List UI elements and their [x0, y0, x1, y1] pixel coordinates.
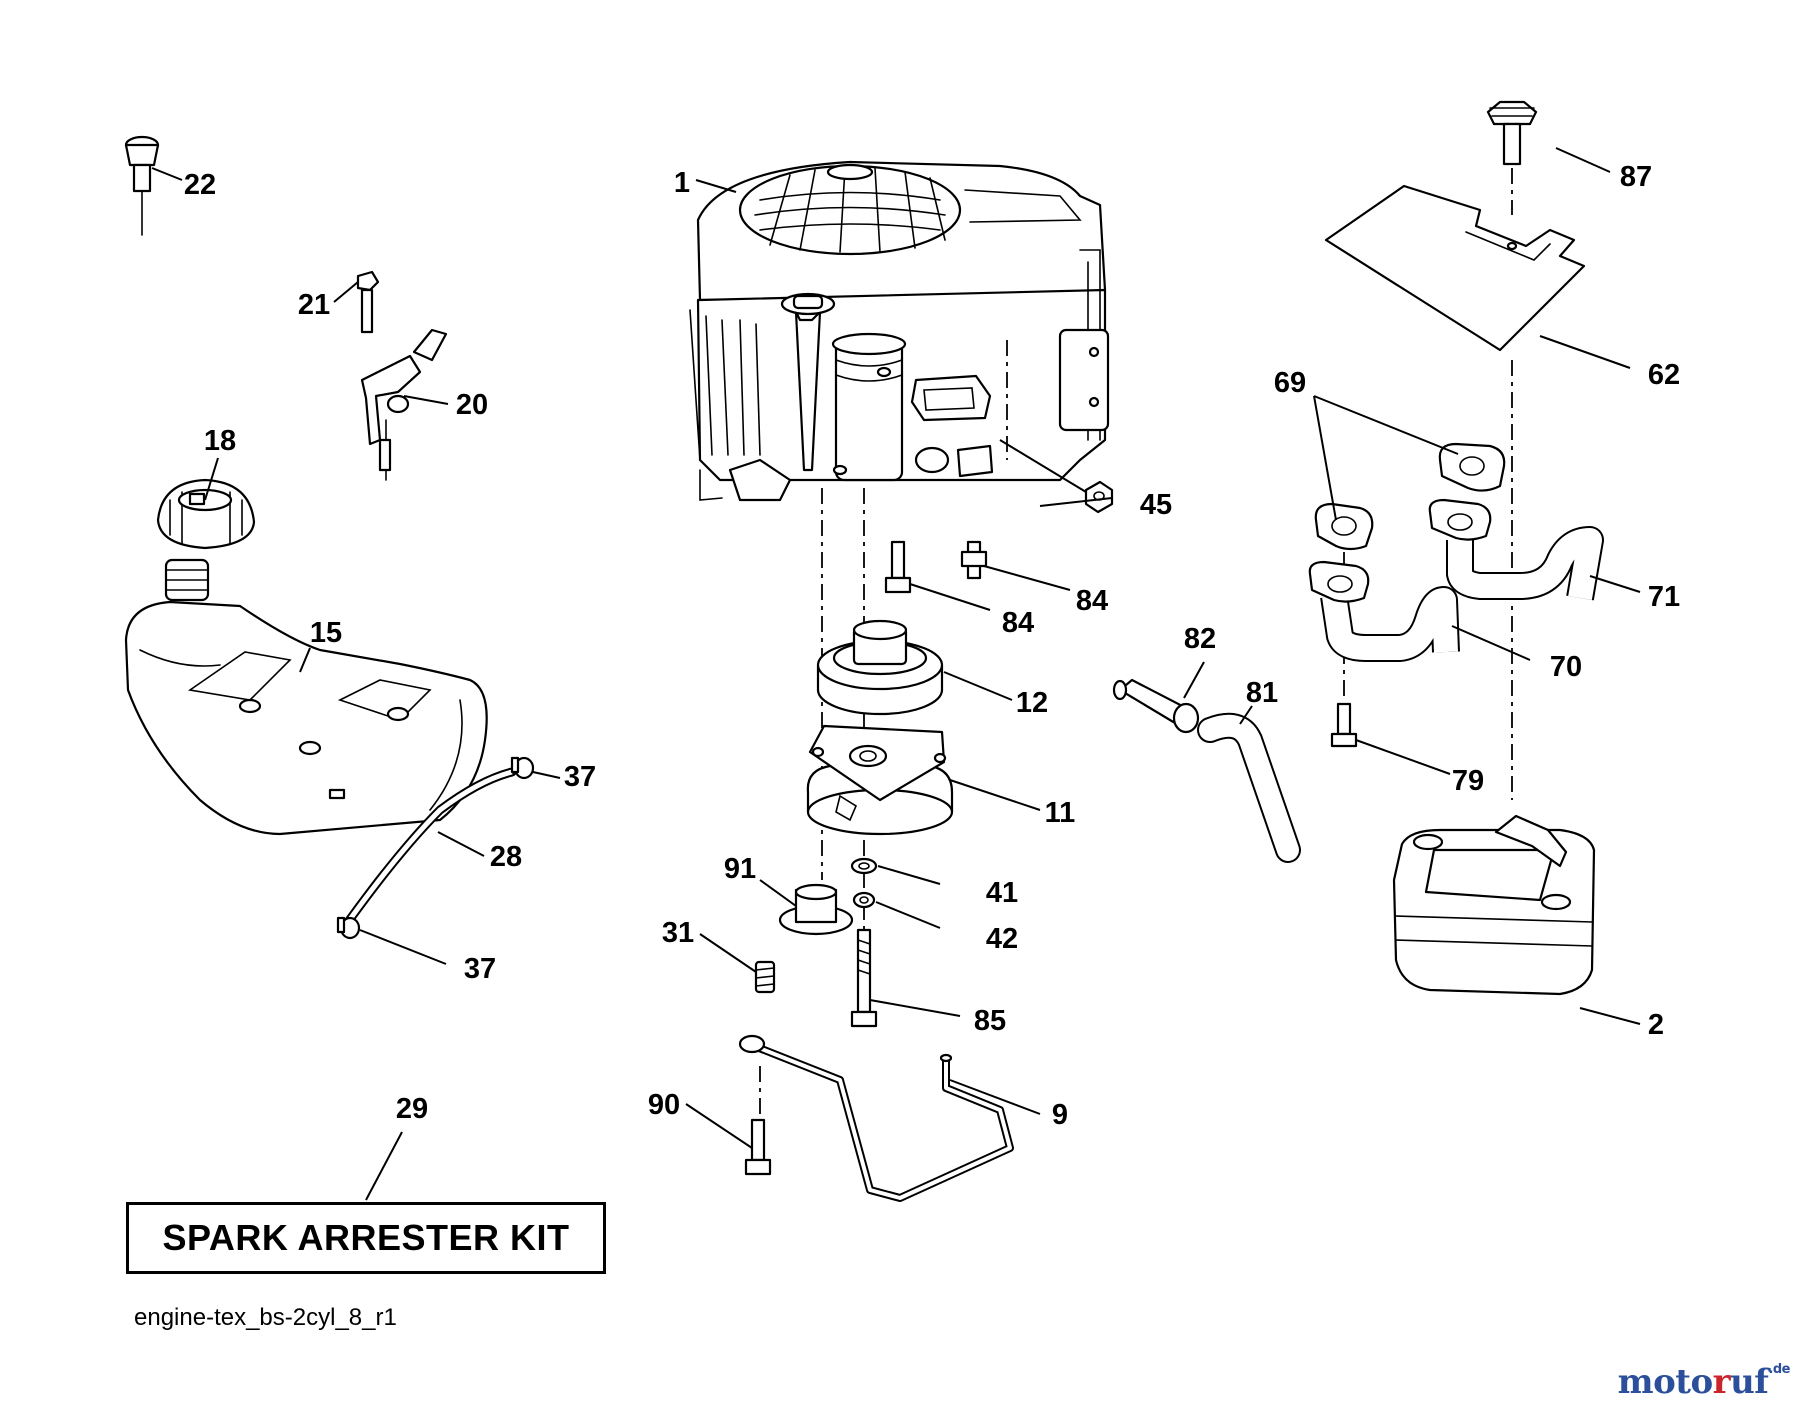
spark-arrester-kit-label: SPARK ARRESTER KIT — [162, 1217, 570, 1258]
part-62-heat-shield — [1324, 184, 1586, 352]
part-71-exhaust-pipe — [1428, 498, 1604, 601]
motoruf-logo[interactable]: motoruf.de — [1617, 1362, 1791, 1402]
part-87-screw — [1486, 100, 1538, 166]
callout-18: 18 — [204, 425, 236, 457]
part-82-fitting — [1112, 678, 1200, 734]
callout-79: 79 — [1452, 765, 1484, 797]
logo-tld: .de — [1768, 1362, 1790, 1377]
callout-22: 22 — [184, 169, 216, 201]
diagram-reference: engine-tex_bs-2cyl_8_r1 — [134, 1304, 397, 1331]
callout-62: 62 — [1648, 359, 1680, 391]
leader-lines — [151, 147, 1641, 1201]
part-15-fuel-tank — [124, 558, 488, 836]
part-84-bolt-left — [884, 540, 912, 594]
part-84-bolt-right — [960, 540, 988, 580]
part-11-clutch — [806, 724, 954, 836]
part-45-nut — [1084, 480, 1114, 514]
callout-37-lower: 37 — [464, 953, 496, 985]
callout-11: 11 — [1045, 797, 1076, 829]
logo-part-3: uf — [1730, 1362, 1769, 1402]
callout-91: 91 — [724, 853, 756, 885]
part-1-engine — [689, 160, 1110, 502]
part-21-bolt — [356, 270, 380, 334]
part-37-clamp-lower — [336, 916, 361, 940]
part-31-setscrew — [754, 960, 776, 994]
callout-70: 70 — [1550, 651, 1582, 683]
part-85-bolt — [850, 928, 878, 1028]
part-37-clamp-upper — [510, 756, 535, 780]
callout-15: 15 — [310, 617, 342, 649]
callout-45: 45 — [1140, 489, 1172, 521]
part-41-washer — [850, 857, 878, 875]
callout-71: 71 — [1648, 581, 1680, 613]
callout-41: 41 — [986, 877, 1018, 909]
callout-84-right: 84 — [1076, 585, 1108, 617]
callout-31: 31 — [662, 917, 694, 949]
callout-87: 87 — [1620, 161, 1652, 193]
callout-84-left: 84 — [1002, 607, 1034, 639]
callout-2: 2 — [1648, 1009, 1664, 1041]
part-69-gasket-left — [1314, 502, 1374, 551]
callout-12: 12 — [1016, 687, 1048, 719]
callout-69: 69 — [1274, 367, 1306, 399]
part-81-hose — [1197, 712, 1301, 863]
callout-82: 82 — [1184, 623, 1216, 655]
callout-42: 42 — [986, 923, 1018, 955]
part-70-exhaust-pipe — [1308, 560, 1460, 662]
part-69-gasket-right — [1438, 442, 1506, 492]
callout-21: 21 — [298, 289, 330, 321]
callout-37-upper: 37 — [564, 761, 596, 793]
callout-9: 9 — [1052, 1099, 1068, 1131]
logo-part-1: moto — [1617, 1362, 1714, 1402]
callout-81: 81 — [1246, 677, 1278, 709]
part-90-bolt — [744, 1118, 772, 1176]
callout-1: 1 — [674, 167, 690, 199]
spark-arrester-kit-box: SPARK ARRESTER KIT — [126, 1202, 606, 1274]
callout-85: 85 — [974, 1005, 1006, 1037]
part-18-fuel-cap — [156, 478, 256, 550]
part-20-throttle-bracket — [360, 328, 448, 481]
callout-28: 28 — [490, 841, 522, 873]
part-9-rod — [738, 1034, 1014, 1202]
part-91-spacer — [778, 883, 854, 936]
part-79-bolt — [1330, 702, 1358, 748]
part-42-washer — [852, 891, 876, 909]
part-12-pulley — [816, 619, 944, 716]
callout-90: 90 — [648, 1089, 680, 1121]
part-2-muffler — [1392, 814, 1596, 996]
logo-part-2: r — [1712, 1362, 1731, 1402]
callout-29: 29 — [396, 1093, 428, 1125]
callout-20: 20 — [456, 389, 488, 421]
callout-labels: 1 2 9 11 12 15 18 20 21 22 28 29 31 37 3… — [184, 161, 1680, 1131]
part-28-fuel-line — [343, 767, 517, 927]
part-22-dipstick-plug — [124, 135, 160, 236]
